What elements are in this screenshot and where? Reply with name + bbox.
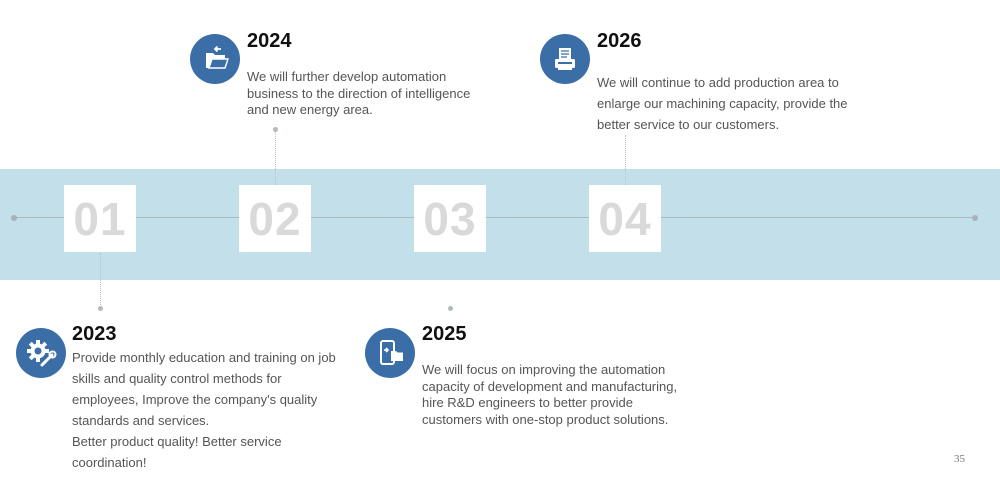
timeline-number-03: 03: [414, 185, 486, 252]
milestone-description-2024: We will further develop automation busin…: [247, 69, 487, 119]
timeline-axis: [14, 217, 976, 218]
phone-folder-icon: [365, 328, 415, 378]
timeline-number-02: 02: [239, 185, 311, 252]
milestone-description-2025: We will focus on improving the automatio…: [422, 362, 694, 428]
description-line: Provide monthly education and training o…: [72, 350, 336, 428]
milestone-year-2024: 2024: [247, 30, 292, 52]
timeline-band: [0, 169, 1000, 280]
description-line: We will focus on improving the automatio…: [422, 362, 678, 427]
milestone-year-2026: 2026: [597, 30, 642, 52]
connector-dot-2025: [448, 306, 453, 311]
description-line: We will further develop automation busin…: [247, 69, 471, 117]
connector-2023: [100, 253, 101, 307]
timeline-number-04: 04: [589, 185, 661, 252]
page-number: 35: [954, 453, 965, 465]
milestone-description-2023: Provide monthly education and training o…: [72, 347, 344, 473]
connector-2024: [275, 130, 276, 185]
connector-dot-2024: [273, 127, 278, 132]
connector-2026: [625, 135, 626, 185]
axis-end-point: [972, 215, 978, 221]
gear-wrench-icon: [16, 328, 66, 378]
printer-document-icon: [540, 34, 590, 84]
axis-start-point: [11, 215, 17, 221]
milestone-year-2023: 2023: [72, 323, 117, 345]
milestone-description-2026: We will continue to add production area …: [597, 72, 865, 135]
milestone-year-2025: 2025: [422, 323, 467, 345]
folder-arrow-icon: [190, 34, 240, 84]
description-line: We will continue to add production area …: [597, 75, 848, 132]
description-line: Better product quality! Better service c…: [72, 434, 282, 470]
timeline-number-01: 01: [64, 185, 136, 252]
connector-dot-2023: [98, 306, 103, 311]
